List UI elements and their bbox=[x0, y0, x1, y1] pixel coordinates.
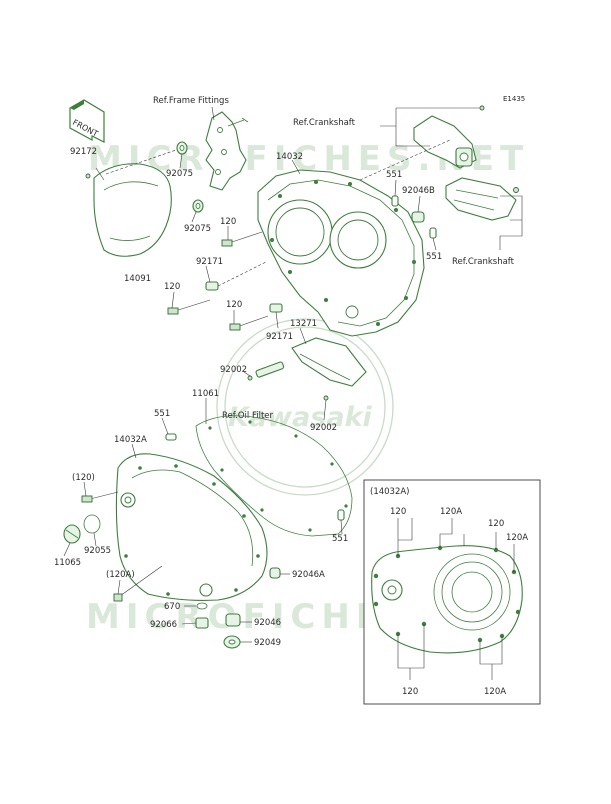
label-120-paren: (120) bbox=[72, 473, 95, 483]
part-120a-bolt-paren bbox=[113, 565, 163, 602]
label-92046a: 92046A bbox=[292, 570, 325, 580]
label-551-d: 551 bbox=[332, 534, 348, 544]
watermark-center-logo: Kawasaki bbox=[216, 318, 394, 496]
label-92002-a: 92002 bbox=[220, 365, 247, 375]
part-92171-spacer-a bbox=[205, 261, 267, 291]
part-labels: 92172 92075 92075 14091 120 92171 120 12… bbox=[54, 147, 442, 648]
ref-crankshaft-right: Ref.Crankshaft bbox=[452, 257, 515, 267]
ref-frame-fittings: Ref.Frame Fittings bbox=[153, 96, 229, 106]
svg-text:Kawasaki: Kawasaki bbox=[228, 402, 373, 433]
part-92055-o-ring bbox=[83, 514, 101, 547]
front-arrow-icon: FRONT bbox=[69, 99, 105, 143]
label-120-b: 120 bbox=[164, 282, 180, 292]
label-120-a: 120 bbox=[220, 217, 236, 227]
part-92066-plug bbox=[181, 617, 209, 629]
crankshaft-bracket-right bbox=[445, 177, 523, 250]
label-120a-paren: (120A) bbox=[106, 570, 135, 580]
part-551-dowel-top bbox=[391, 179, 399, 207]
label-14032a: 14032A bbox=[114, 435, 147, 445]
label-92075-a: 92075 bbox=[166, 169, 193, 179]
label-551-a: 551 bbox=[386, 170, 402, 180]
inset-title: (14032A) bbox=[370, 487, 410, 497]
label-14091: 14091 bbox=[124, 274, 151, 284]
label-670: 670 bbox=[164, 602, 180, 612]
label-92046: 92046 bbox=[254, 618, 281, 628]
label-551-c: 551 bbox=[154, 409, 170, 419]
part-14091-cover bbox=[85, 149, 177, 257]
part-11065-cap bbox=[63, 524, 81, 557]
label-92171-b: 92171 bbox=[266, 332, 293, 342]
label-14032: 14032 bbox=[276, 152, 303, 162]
part-14032-crankcase-cover bbox=[257, 159, 425, 337]
part-670-washer bbox=[184, 602, 208, 610]
label-11061: 11061 bbox=[192, 389, 219, 399]
label-13271: 13271 bbox=[290, 319, 317, 329]
part-92075-grommet-b bbox=[191, 199, 204, 223]
label-92171-a: 92171 bbox=[196, 257, 223, 267]
part-92002-stud-b bbox=[323, 395, 329, 421]
part-551-dowel-lower bbox=[337, 509, 345, 535]
diagram-id: E1435 bbox=[503, 95, 525, 103]
part-92171-spacer-b bbox=[269, 303, 283, 329]
label-92046b: 92046B bbox=[402, 186, 435, 196]
label-92002-b: 92002 bbox=[310, 423, 337, 433]
inset-label-120a-top-right: 120A bbox=[506, 533, 528, 543]
inset-label-120a-bottom: 120A bbox=[484, 687, 506, 697]
part-551-dowel-right bbox=[429, 227, 437, 251]
part-13271-plate bbox=[291, 327, 367, 387]
inset-label-120a-top: 120A bbox=[440, 507, 462, 517]
part-551-dowel-mid bbox=[161, 417, 177, 441]
part-120-bolt-a bbox=[221, 226, 263, 247]
part-120-bolt-c bbox=[229, 310, 269, 331]
part-14032a-outer-cover bbox=[115, 443, 268, 601]
label-92049: 92049 bbox=[254, 638, 281, 648]
part-92046b-bushing bbox=[411, 195, 425, 223]
label-551-b: 551 bbox=[426, 252, 442, 262]
part-92075-grommet-a bbox=[176, 141, 188, 169]
part-120-bolt-paren bbox=[81, 481, 119, 503]
label-92066: 92066 bbox=[150, 620, 177, 630]
label-92075-b: 92075 bbox=[184, 224, 211, 234]
part-92049-seal bbox=[223, 635, 252, 649]
label-92172: 92172 bbox=[70, 147, 97, 157]
inset-14032a: (14032A) 120 120A 120 120A 120 120A bbox=[363, 479, 541, 705]
part-92046a-bushing bbox=[269, 567, 290, 579]
frame-fitting-bracket bbox=[205, 106, 249, 191]
ref-crankshaft-top: Ref.Crankshaft bbox=[293, 118, 356, 128]
label-11065: 11065 bbox=[54, 558, 81, 568]
crankshaft-bracket-top bbox=[359, 105, 485, 181]
inset-label-120-bottom: 120 bbox=[402, 687, 418, 697]
part-92002-stud-a bbox=[243, 361, 285, 381]
label-92055: 92055 bbox=[84, 546, 111, 556]
part-92046-bushing bbox=[225, 613, 252, 627]
inset-label-120-top-left: 120 bbox=[390, 507, 406, 517]
part-120-bolt-b bbox=[167, 291, 211, 315]
label-120-c: 120 bbox=[226, 300, 242, 310]
part-11061-gasket bbox=[195, 398, 353, 537]
inset-label-120-top-right: 120 bbox=[488, 519, 504, 529]
